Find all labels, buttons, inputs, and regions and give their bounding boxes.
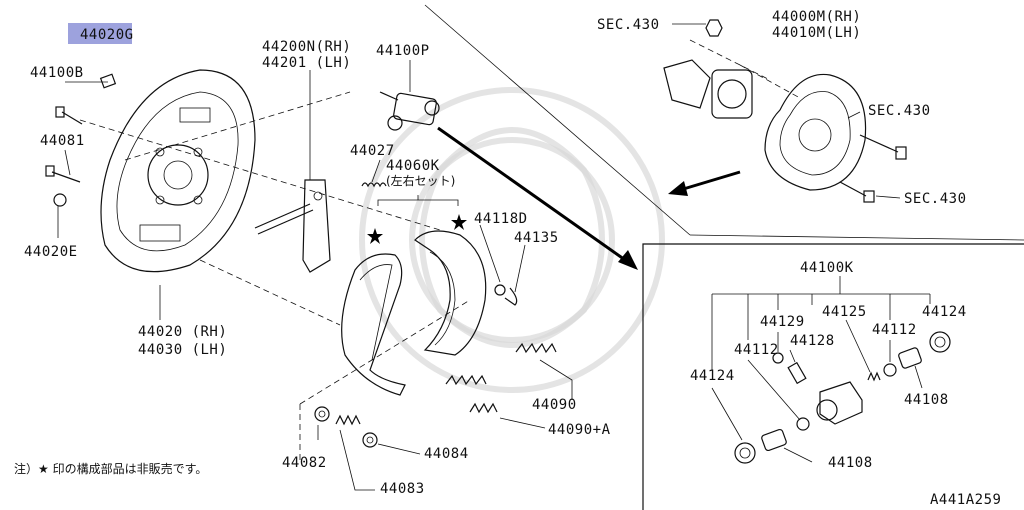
label-44100p[interactable]: 44100P: [376, 43, 430, 59]
adjuster-lever: [254, 179, 331, 273]
assembly-dashes: [79, 39, 801, 460]
label-44030-lh[interactable]: 44030 (LH): [138, 342, 227, 358]
label-44128[interactable]: 44128: [790, 333, 835, 349]
label-44010m[interactable]: 44010M(LH): [772, 25, 861, 41]
brake-assembly-right: [663, 19, 907, 203]
label-44082[interactable]: 44082: [282, 455, 327, 471]
label-44129[interactable]: 44129: [760, 314, 805, 330]
wheel-cylinder-exploded: [734, 331, 951, 464]
label-44084[interactable]: 44084: [424, 446, 469, 462]
label-44060k-note: (左右セット): [386, 173, 455, 188]
non-sale-star-markers: [367, 214, 467, 244]
label-44124-right[interactable]: 44124: [922, 304, 967, 320]
label-44125[interactable]: 44125: [822, 304, 867, 320]
label-44135[interactable]: 44135: [514, 230, 559, 246]
label-44124-left[interactable]: 44124: [690, 368, 735, 384]
panel-dividers: [424, 4, 1024, 510]
return-springs: [445, 342, 557, 414]
footnote: 注）★ 印の構成部品は非販売です。: [14, 461, 207, 476]
spring-44027: [361, 182, 387, 188]
label-44201[interactable]: 44201 (LH): [262, 55, 351, 71]
label-44090[interactable]: 44090: [532, 397, 577, 413]
label-44027[interactable]: 44027: [350, 143, 395, 159]
diagram-code: A441A259: [930, 492, 1001, 508]
label-44108-right[interactable]: 44108: [904, 392, 949, 408]
label-44108-bottom[interactable]: 44108: [828, 455, 873, 471]
label-44020g[interactable]: 44020G: [80, 27, 134, 43]
hold-down-parts: [314, 406, 378, 448]
label-44200n[interactable]: 44200N(RH): [262, 39, 351, 55]
highlight-44020g: [68, 23, 132, 44]
label-44118d[interactable]: 44118D: [474, 211, 528, 227]
leader-lines: [57, 23, 923, 491]
label-44081[interactable]: 44081: [40, 133, 85, 149]
label-44060k[interactable]: 44060K: [386, 158, 440, 174]
label-sec430-bottom[interactable]: SEC.430: [904, 191, 967, 207]
label-44083[interactable]: 44083: [380, 481, 425, 497]
label-44020-rh[interactable]: 44020 (RH): [138, 324, 227, 340]
label-44000m[interactable]: 44000M(RH): [772, 9, 861, 25]
label-sec430-top[interactable]: SEC.430: [597, 17, 660, 33]
wheel-cylinder: [379, 91, 440, 131]
watermark: [359, 87, 665, 393]
label-44100b[interactable]: 44100B: [30, 65, 84, 81]
bolts-left: [45, 73, 117, 207]
backing-plate: [100, 69, 256, 273]
label-44112-left[interactable]: 44112: [734, 342, 779, 358]
part-labels: 44020G 44100B 44081 44020E 44020 (RH) 44…: [14, 9, 1001, 508]
label-44090a[interactable]: 44090+A: [548, 422, 611, 438]
kit-bracket: [711, 276, 931, 370]
label-44112-right[interactable]: 44112: [872, 322, 917, 338]
label-44020e[interactable]: 44020E: [24, 244, 78, 260]
callout-arrows: [437, 126, 741, 270]
label-sec430-right[interactable]: SEC.430: [868, 103, 931, 119]
brake-shoes: [341, 230, 518, 396]
label-44100k[interactable]: 44100K: [800, 260, 854, 276]
